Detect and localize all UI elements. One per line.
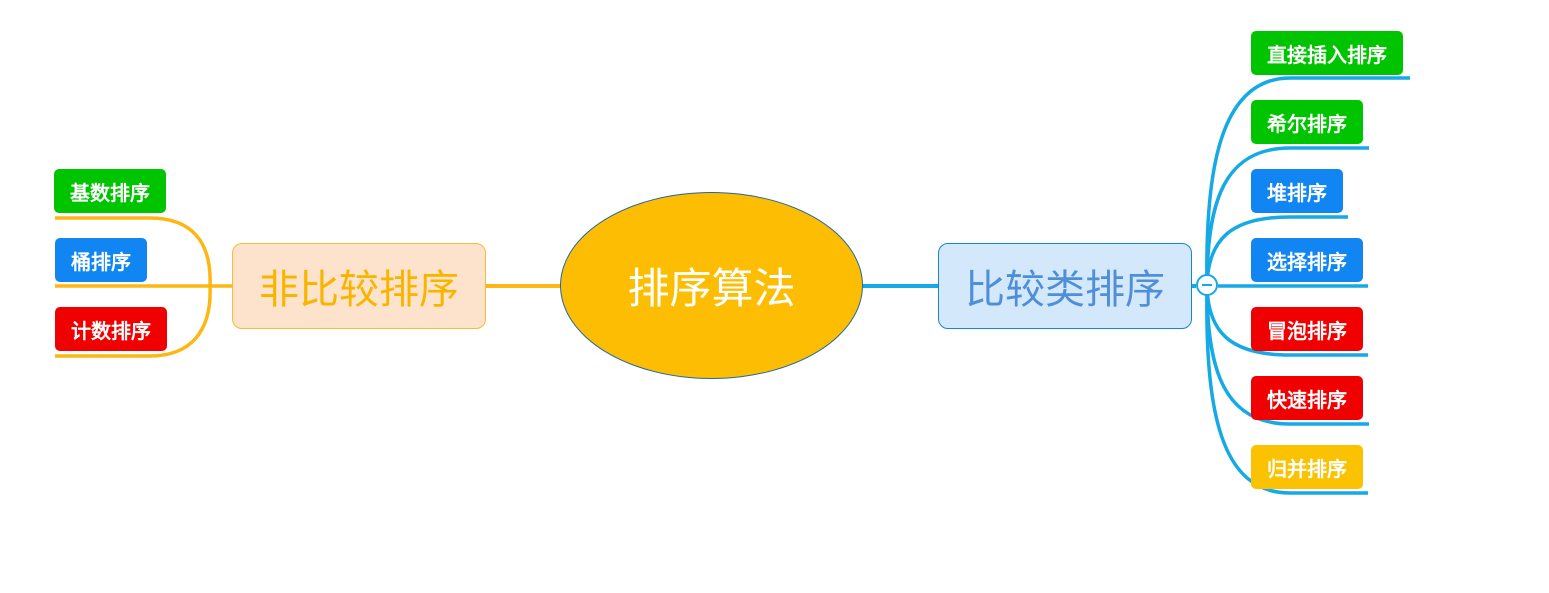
leaf-bubble-sort[interactable]: 冒泡排序 [1251, 307, 1363, 351]
leaf-selection-sort[interactable]: 选择排序 [1251, 238, 1363, 282]
branch-comparison-sort[interactable]: 比较类排序 [938, 243, 1192, 329]
collapse-icon[interactable] [1196, 274, 1218, 296]
leaf-label: 归并排序 [1267, 456, 1347, 481]
leaf-label: 计数排序 [71, 318, 151, 343]
right-leaf-connectors [1205, 76, 1410, 495]
leaf-heap-sort[interactable]: 堆排序 [1251, 169, 1343, 213]
central-topic-label: 排序算法 [627, 264, 796, 313]
leaf-label: 希尔排序 [1267, 111, 1347, 136]
leaf-label: 基数排序 [70, 180, 150, 205]
left-leaf-connectors [55, 216, 232, 358]
leaf-label: 选择排序 [1267, 249, 1347, 274]
central-topic[interactable]: 排序算法 [560, 192, 863, 379]
leaf-counting-sort[interactable]: 计数排序 [55, 307, 167, 351]
branch-non-comparison-sort-label: 非比较排序 [259, 267, 459, 313]
leaf-radix-sort[interactable]: 基数排序 [54, 169, 166, 213]
leaf-shell-sort[interactable]: 希尔排序 [1251, 100, 1363, 144]
leaf-insertion-sort[interactable]: 直接插入排序 [1251, 31, 1403, 75]
leaf-label: 桶排序 [71, 249, 131, 274]
leaf-label: 快速排序 [1267, 387, 1347, 412]
branch-non-comparison-sort[interactable]: 非比较排序 [232, 243, 486, 329]
leaf-label: 堆排序 [1267, 180, 1327, 205]
minus-circle-icon [1202, 284, 1212, 286]
leaf-bucket-sort[interactable]: 桶排序 [55, 238, 147, 282]
branch-comparison-sort-label: 比较类排序 [965, 267, 1165, 313]
leaf-quick-sort[interactable]: 快速排序 [1251, 376, 1363, 420]
leaf-label: 直接插入排序 [1267, 42, 1387, 67]
leaf-label: 冒泡排序 [1267, 318, 1347, 343]
leaf-merge-sort[interactable]: 归并排序 [1251, 445, 1363, 489]
